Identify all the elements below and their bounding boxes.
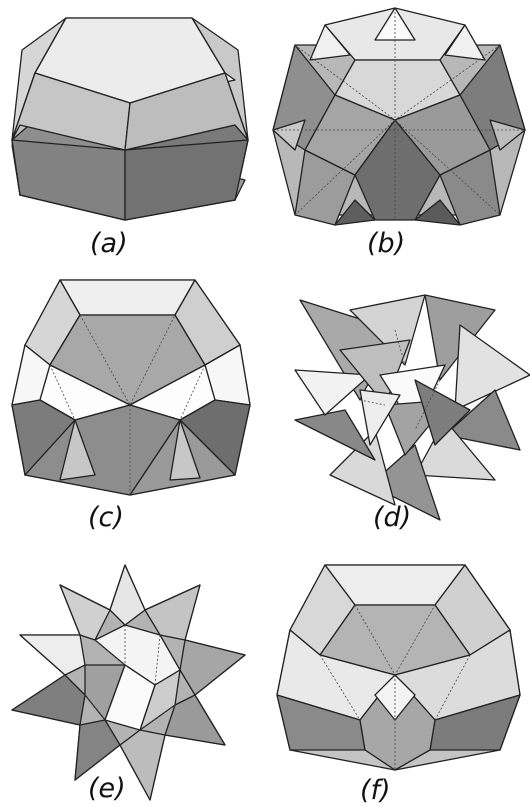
- panel-b: (b): [265, 0, 530, 265]
- star-compound-d-figure: [294, 294, 530, 521]
- panel-f: (f): [265, 545, 530, 807]
- panel-e: (e): [0, 545, 265, 807]
- caption-b: (b): [367, 228, 406, 259]
- stellated-polyhedron-b-figure: [272, 7, 526, 226]
- caption-e: (e): [88, 773, 126, 804]
- caption-f: (f): [360, 775, 391, 806]
- caption-a: (a): [90, 228, 128, 259]
- panel-c: (c): [0, 270, 265, 535]
- stellated-polyhedron-e-figure: [11, 564, 246, 801]
- panel-d: (d): [265, 270, 530, 535]
- panel-a: (a): [0, 0, 265, 265]
- polyhedron-f-figure: [276, 564, 521, 771]
- caption-c: (c): [88, 502, 124, 533]
- caption-d: (d): [373, 502, 412, 533]
- dodecahedron-figure: [11, 17, 249, 221]
- polyhedron-c-figure: [11, 279, 251, 496]
